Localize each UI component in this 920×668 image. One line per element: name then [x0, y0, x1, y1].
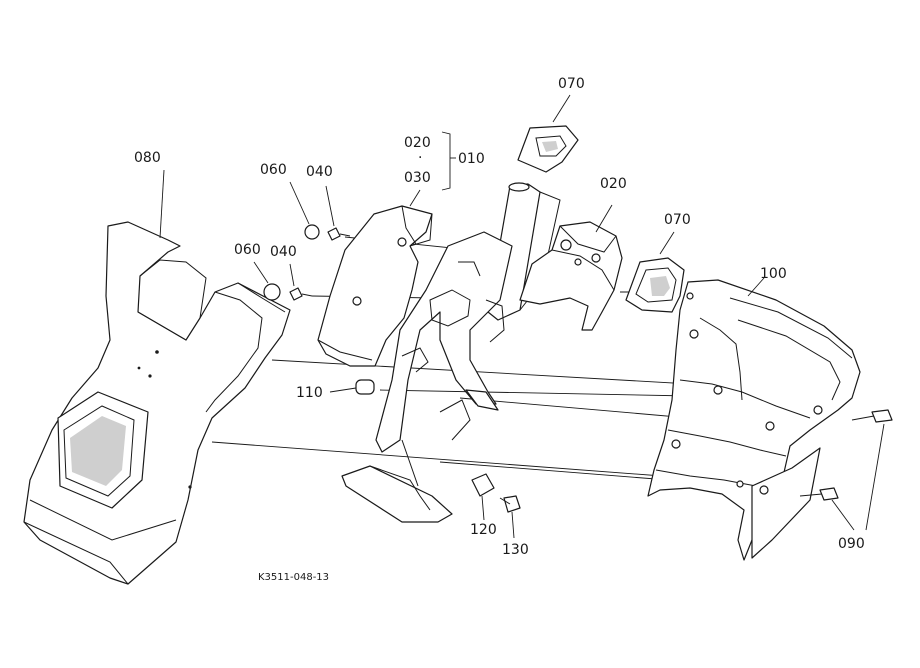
part-070-switch-boot-top	[517, 94, 579, 173]
callout-030: 030	[404, 170, 431, 186]
part-040-bolt-top	[325, 185, 351, 241]
callout-010: 010	[458, 151, 485, 167]
callout-020-right: 020	[600, 176, 627, 192]
callout-070-right: 070	[664, 212, 691, 228]
callout-080: 080	[134, 150, 161, 166]
reference-code: K3511-048-13	[258, 572, 329, 583]
callout-060-mid: 060	[234, 242, 261, 258]
callout-070-top: 070	[558, 76, 585, 92]
callout-020-bracket: 020	[404, 135, 431, 151]
part-010-column-cover	[317, 205, 433, 367]
part-040-bolt-mid	[289, 263, 313, 301]
part-060-cap-top	[289, 181, 320, 240]
callout-120: 120	[470, 522, 497, 538]
part-020-bracket-right	[519, 204, 623, 331]
part-080-lower-cover	[23, 221, 291, 585]
callout-110: 110	[296, 385, 323, 401]
callout-dot: ·	[418, 150, 422, 166]
callout-090: 090	[838, 536, 865, 552]
callout-100: 100	[760, 266, 787, 282]
part-070-gear-boot-right	[625, 231, 685, 313]
part-130-screw	[499, 495, 521, 539]
callout-040-top: 040	[306, 164, 333, 180]
part-120-clip	[471, 473, 495, 521]
part-100-dash-housing	[647, 277, 861, 561]
steering-column-frame	[341, 182, 561, 523]
callout-040-mid: 040	[270, 244, 297, 260]
part-060-cap-mid	[253, 261, 281, 301]
callout-060-top: 060	[260, 162, 287, 178]
part-090-screws	[799, 409, 893, 531]
callout-130: 130	[502, 542, 529, 558]
part-110-plug	[329, 379, 375, 395]
